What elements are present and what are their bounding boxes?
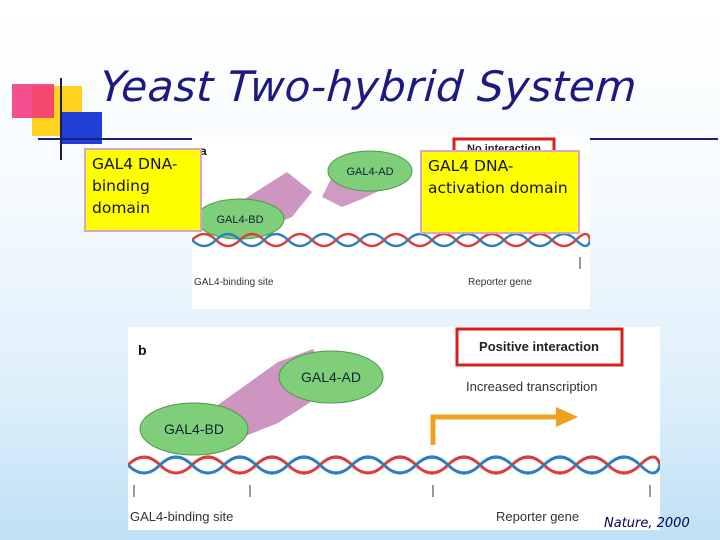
panel-a-dna-helix	[192, 232, 590, 248]
panel-b-dna-helix	[128, 455, 660, 475]
panel-b-status-box	[455, 327, 624, 367]
panel-b-transcription-arrow	[430, 414, 558, 445]
callout-activation-domain: GAL4 DNA-activation domain	[420, 150, 580, 234]
slide-title: Yeast Two-hybrid System	[98, 62, 639, 111]
panel-a-binding-site-label: GAL4-binding site	[194, 277, 274, 288]
decor-red-square	[12, 84, 54, 118]
panel-b-diagram: b Positive interaction GAL4-AD GAL4-BD I…	[128, 327, 660, 524]
panel-a-reporter-label: Reporter gene	[468, 277, 532, 288]
panel-b-reporter-label: Reporter gene	[496, 509, 579, 524]
panel-b-ad-domain	[278, 350, 384, 404]
panel-b-ad-label: GAL4-AD	[301, 369, 361, 385]
decor-vertical-line	[60, 78, 62, 160]
panel-b-transcription-label: Increased transcription	[466, 379, 598, 394]
citation-caption: Nature, 2000	[604, 516, 690, 531]
panel-b-arrow-head	[556, 407, 578, 427]
panel-a-ad-label: GAL4-AD	[346, 166, 393, 178]
panel-b-bd-domain	[139, 402, 249, 456]
panel-b-binding-site-label: GAL4-binding site	[130, 509, 233, 524]
panel-b-bd-label: GAL4-BD	[164, 421, 224, 437]
panel-b-positive-interaction: b Positive interaction GAL4-AD GAL4-BD I…	[128, 327, 660, 530]
panel-b-letter: b	[138, 342, 147, 358]
panel-a-bd-label: GAL4-BD	[216, 214, 263, 226]
panel-a-letter: a	[200, 144, 207, 158]
panel-a-ad-domain	[327, 150, 413, 192]
panel-b-status-text: Positive interaction	[479, 339, 599, 354]
callout-binding-domain: GAL4 DNA-binding domain	[84, 148, 202, 232]
